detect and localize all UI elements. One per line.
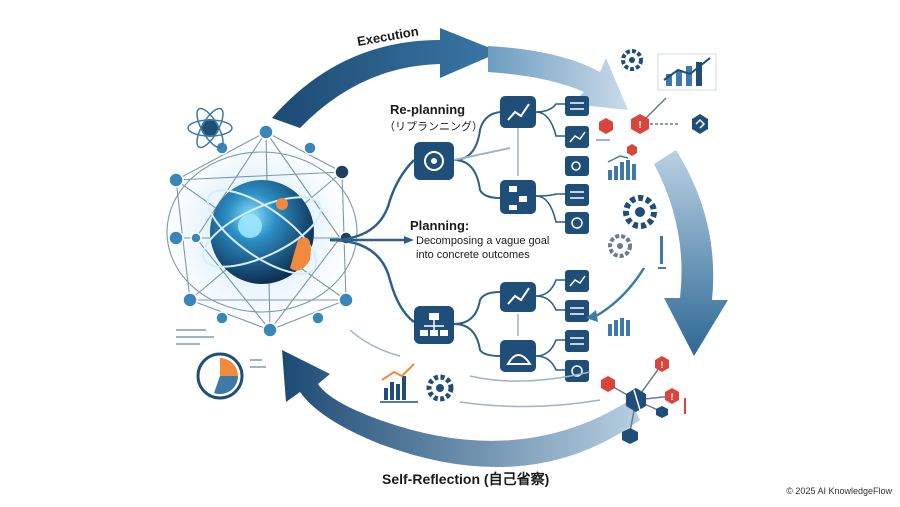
task-tiles-upper: [565, 96, 589, 234]
shell-tile: [500, 340, 536, 372]
alert-node-cluster-top: !: [599, 97, 708, 156]
task-tile-lines: [570, 102, 584, 345]
planning-branches: [329, 159, 415, 323]
planning-desc-line1: Decomposing a vague goal: [416, 235, 549, 247]
right-descending-arrow: [654, 150, 728, 356]
pie-chart-icon: [176, 329, 266, 400]
copyright-text: © 2025 AI KnowledgeFlow: [786, 486, 892, 496]
self-reflection-arrow: [282, 350, 640, 468]
svg-text:!: !: [661, 360, 664, 370]
gear-icon: [621, 49, 643, 71]
planning-label: Planning:: [410, 218, 469, 233]
chart-tile-bottom: [500, 282, 536, 312]
bottom-chart-icon: [380, 363, 418, 403]
replanning-sublabel: （リプランニング）: [384, 119, 483, 133]
sub-branches: [453, 111, 511, 357]
execution-arrow: [272, 28, 500, 128]
execution-continuation-arrow: [488, 46, 628, 110]
self-reflection-label: Self-Reflection (自己省察): [382, 471, 549, 487]
replanning-label: Re-planning: [390, 102, 465, 117]
replanning-hub-tile: [414, 142, 454, 180]
small-bars-icon: [586, 236, 666, 336]
error-node-cluster-bottom: ! !: [601, 356, 686, 444]
atom-network: [148, 122, 368, 342]
atom-icon: [187, 107, 233, 149]
svg-text:!: !: [638, 120, 641, 131]
task-tiles-lower: [565, 270, 589, 382]
large-gear-icon: [608, 195, 657, 258]
growth-chart-icon: [657, 53, 717, 91]
svg-text:!: !: [671, 392, 674, 402]
bottom-gear-icon: [426, 374, 454, 402]
side-chart-icons: [596, 139, 636, 180]
feedback-thin-arrows: [349, 329, 601, 408]
task-connectors: [535, 103, 565, 371]
chart-tile-top: [500, 96, 536, 128]
planning-hub-tile: [414, 306, 454, 344]
planning-desc-line2: into concrete outcomes: [416, 249, 530, 261]
flow-tile: [500, 180, 536, 214]
task-tile-glyphs: [569, 131, 586, 377]
planning-arrowhead: [404, 236, 414, 244]
